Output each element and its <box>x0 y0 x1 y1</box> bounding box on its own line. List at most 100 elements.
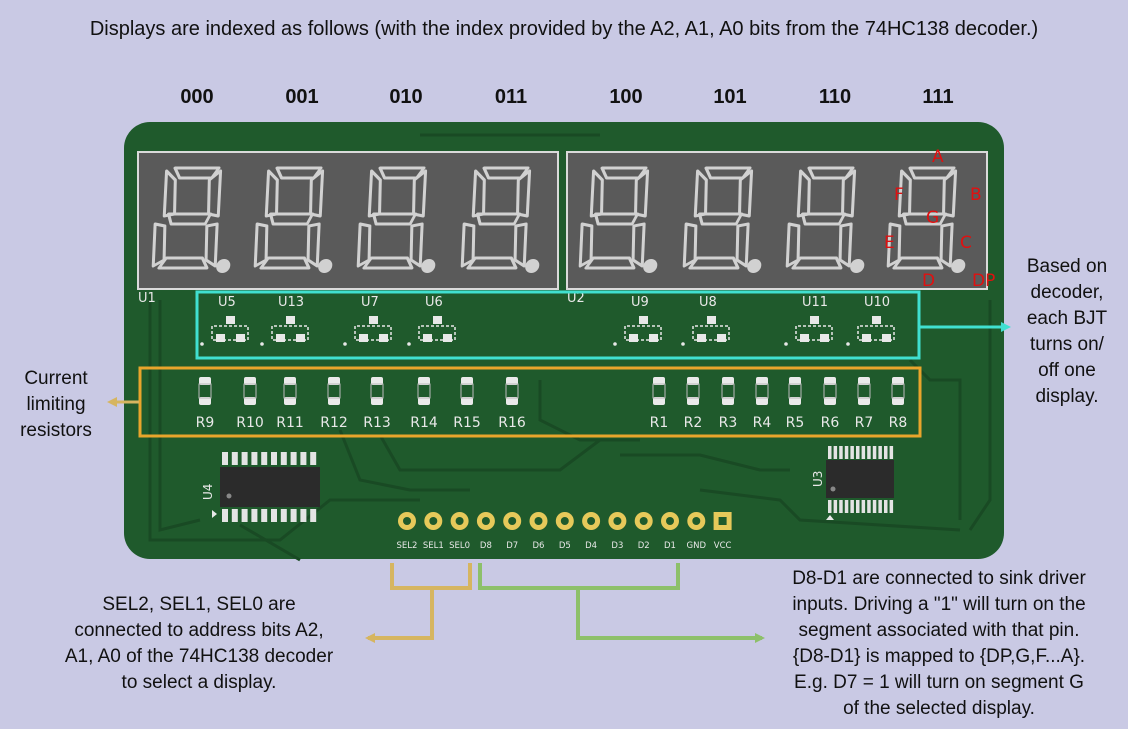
bjt-label: U9 <box>631 295 649 310</box>
seven-segment-digit <box>253 166 333 273</box>
page-header: Displays are indexed as follows (with th… <box>89 18 1039 40</box>
segment-label-d: D <box>922 271 935 291</box>
header-pin: D8 <box>476 512 495 551</box>
chip-u4-label: U4 <box>201 484 215 500</box>
resistor-label: R5 <box>786 415 805 431</box>
bjt-transistor: U5 <box>200 295 249 346</box>
header-pin-label: D3 <box>611 541 623 551</box>
resistor-label: R6 <box>821 415 840 431</box>
data-arrow <box>576 588 765 643</box>
header-pin: D3 <box>608 512 627 551</box>
resistor-label: R10 <box>236 415 264 431</box>
display-index-label: 000 <box>180 86 214 108</box>
header-pin: D6 <box>529 512 548 551</box>
bjt-label: U11 <box>802 295 828 310</box>
resistor: R8 <box>889 377 908 431</box>
header-pin-label: D1 <box>664 541 676 551</box>
segment-label-f: F <box>894 185 904 205</box>
resistor: R4 <box>753 377 772 431</box>
resistor-label: R1 <box>650 415 669 431</box>
header-pin-label: SEL0 <box>449 541 470 551</box>
display-index-label: 101 <box>713 86 747 108</box>
display-index-label: 011 <box>494 86 528 108</box>
header-pin-label: D5 <box>559 541 571 551</box>
resistor-label: R15 <box>453 415 481 431</box>
header-pin: SEL2 <box>397 512 418 551</box>
display-u2-label: U2 <box>567 291 585 306</box>
resistor-label: R12 <box>320 415 348 431</box>
segment-label-b: B <box>970 185 982 205</box>
header-pin-label: VCC <box>714 541 732 551</box>
seven-segment-digit <box>785 166 865 273</box>
chip-u3-label: U3 <box>811 471 825 487</box>
display-index-label: 111 <box>922 86 954 108</box>
header-pin: D4 <box>582 512 601 551</box>
sel-arrow <box>365 588 434 643</box>
segment-label-c: C <box>960 233 972 253</box>
header-pin-label: D8 <box>480 541 492 551</box>
bjt-transistor: U9 <box>613 295 662 346</box>
seven-segment-digit <box>682 166 762 273</box>
resistor-label: R13 <box>363 415 391 431</box>
chip-u3: U3 <box>811 446 894 520</box>
resistor: R16 <box>498 377 526 431</box>
resistor: R7 <box>855 377 873 431</box>
header-pin: VCC <box>713 512 732 551</box>
bjt-transistor: U7 <box>343 295 392 346</box>
resistor: R3 <box>719 377 737 431</box>
display-u1-label: U1 <box>138 291 156 306</box>
header-pin-label: D7 <box>506 541 518 551</box>
header-pin: SEL0 <box>449 512 470 551</box>
display-index-label: 100 <box>609 86 643 108</box>
header-pin: D2 <box>634 512 653 551</box>
bjt-label: U6 <box>425 295 443 310</box>
resistor-label: R2 <box>684 415 703 431</box>
bjt-transistor: U11 <box>784 295 833 346</box>
display-index-label: 110 <box>818 86 852 108</box>
resistor-label: R8 <box>889 415 908 431</box>
bjt-label: U7 <box>361 295 379 310</box>
resistor-label: R4 <box>753 415 772 431</box>
header-pin-label: D2 <box>638 541 650 551</box>
header-pin: D1 <box>661 512 679 551</box>
bjt-transistor: U13 <box>260 295 309 346</box>
header-pin: D7 <box>503 512 522 551</box>
resistor: R6 <box>821 377 840 431</box>
data-bracket <box>478 563 680 590</box>
bjt-highlight-box <box>195 290 921 360</box>
resistor: R11 <box>276 377 304 431</box>
header-pin: D5 <box>555 512 574 551</box>
resistor: R15 <box>453 377 481 431</box>
seven-segment-digit <box>886 166 966 273</box>
seven-segment-digit <box>356 166 436 273</box>
seven-segment-digit <box>460 166 540 273</box>
segment-label-e: E <box>884 233 895 253</box>
resistor-label: R14 <box>410 415 438 431</box>
segment-label-g: G <box>926 208 939 228</box>
sel-bracket <box>390 563 472 590</box>
bjt-label: U10 <box>864 295 890 310</box>
resistor: R1 <box>650 377 669 431</box>
resistor: R13 <box>363 377 391 431</box>
resistor: R5 <box>786 377 805 431</box>
bjt-label: U5 <box>218 295 236 310</box>
header-pin-label: D4 <box>585 541 597 551</box>
resistor-highlight-box <box>138 366 922 438</box>
resistor: R14 <box>410 377 438 431</box>
resistor-label: R11 <box>276 415 304 431</box>
bjt-transistor: U8 <box>681 295 730 346</box>
header-pin: SEL1 <box>423 512 444 551</box>
header-pin-label: SEL2 <box>397 541 418 551</box>
seven-segment-digit <box>578 166 658 273</box>
resistor-label: R9 <box>196 415 215 431</box>
header-pin: GND <box>687 512 707 551</box>
resistor: R9 <box>196 377 215 431</box>
bjt-label: U13 <box>278 295 304 310</box>
header-pin-label: SEL1 <box>423 541 444 551</box>
bjt-transistor: U6 <box>407 295 456 346</box>
header-pin-label: GND <box>687 541 707 551</box>
resistor: R2 <box>684 377 703 431</box>
